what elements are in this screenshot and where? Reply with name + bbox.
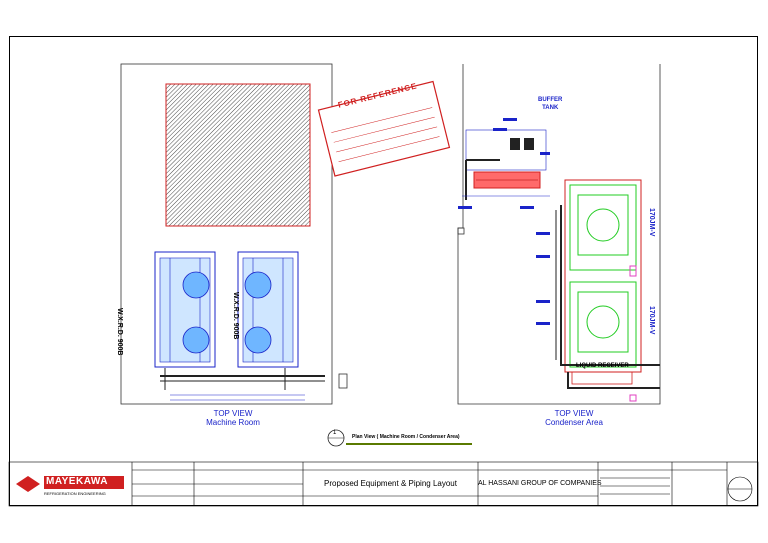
unit-label-1: W.X.R.D. 900B: [116, 308, 123, 356]
dimension-tags: [458, 118, 550, 325]
reference-stamp: [317, 80, 451, 177]
title-block: [8, 461, 759, 507]
machine-room-piping: [160, 368, 348, 401]
condenser-unit-2: [237, 251, 299, 368]
drawing-sheet: [9, 36, 758, 506]
company-tagline: REFRIGERATION ENGINEERING: [44, 491, 106, 496]
hatched-area: [165, 83, 311, 227]
view2-title: TOP VIEW: [554, 409, 594, 418]
buffer-tank-label: BUFFER TANK: [538, 97, 563, 111]
unit-label-2: W.X.R.D. 900B: [232, 292, 239, 340]
drawing-title: Proposed Equipment & Piping Layout: [324, 479, 457, 488]
legend-number: 1: [333, 430, 337, 436]
condenser-unit-1: [154, 251, 216, 368]
compressor-label-2: 170JM-V: [648, 306, 655, 335]
legend: [327, 429, 472, 447]
view2-subtitle: Condenser Area: [545, 418, 603, 427]
client-name: AL HASSANI GROUP OF COMPANIES: [478, 480, 602, 487]
legend-title: Plan View ( Machine Room / Condenser Are…: [352, 434, 460, 440]
liquid-receiver-label: LIQUID RECEIVER: [576, 363, 629, 369]
logo-mark: [16, 476, 124, 492]
view1-subtitle: Machine Room: [206, 418, 260, 427]
buffer-tank-skid: [462, 129, 550, 200]
company-logo-text: MAYEKAWA: [46, 476, 108, 487]
compressor-label-1: 170JM-V: [648, 208, 655, 237]
machine-room-outline: [120, 63, 333, 405]
view1-title: TOP VIEW: [213, 409, 253, 418]
liquid-receiver: [571, 371, 633, 385]
condenser-area-outline: [457, 64, 661, 405]
compressor-piping: [555, 205, 660, 389]
